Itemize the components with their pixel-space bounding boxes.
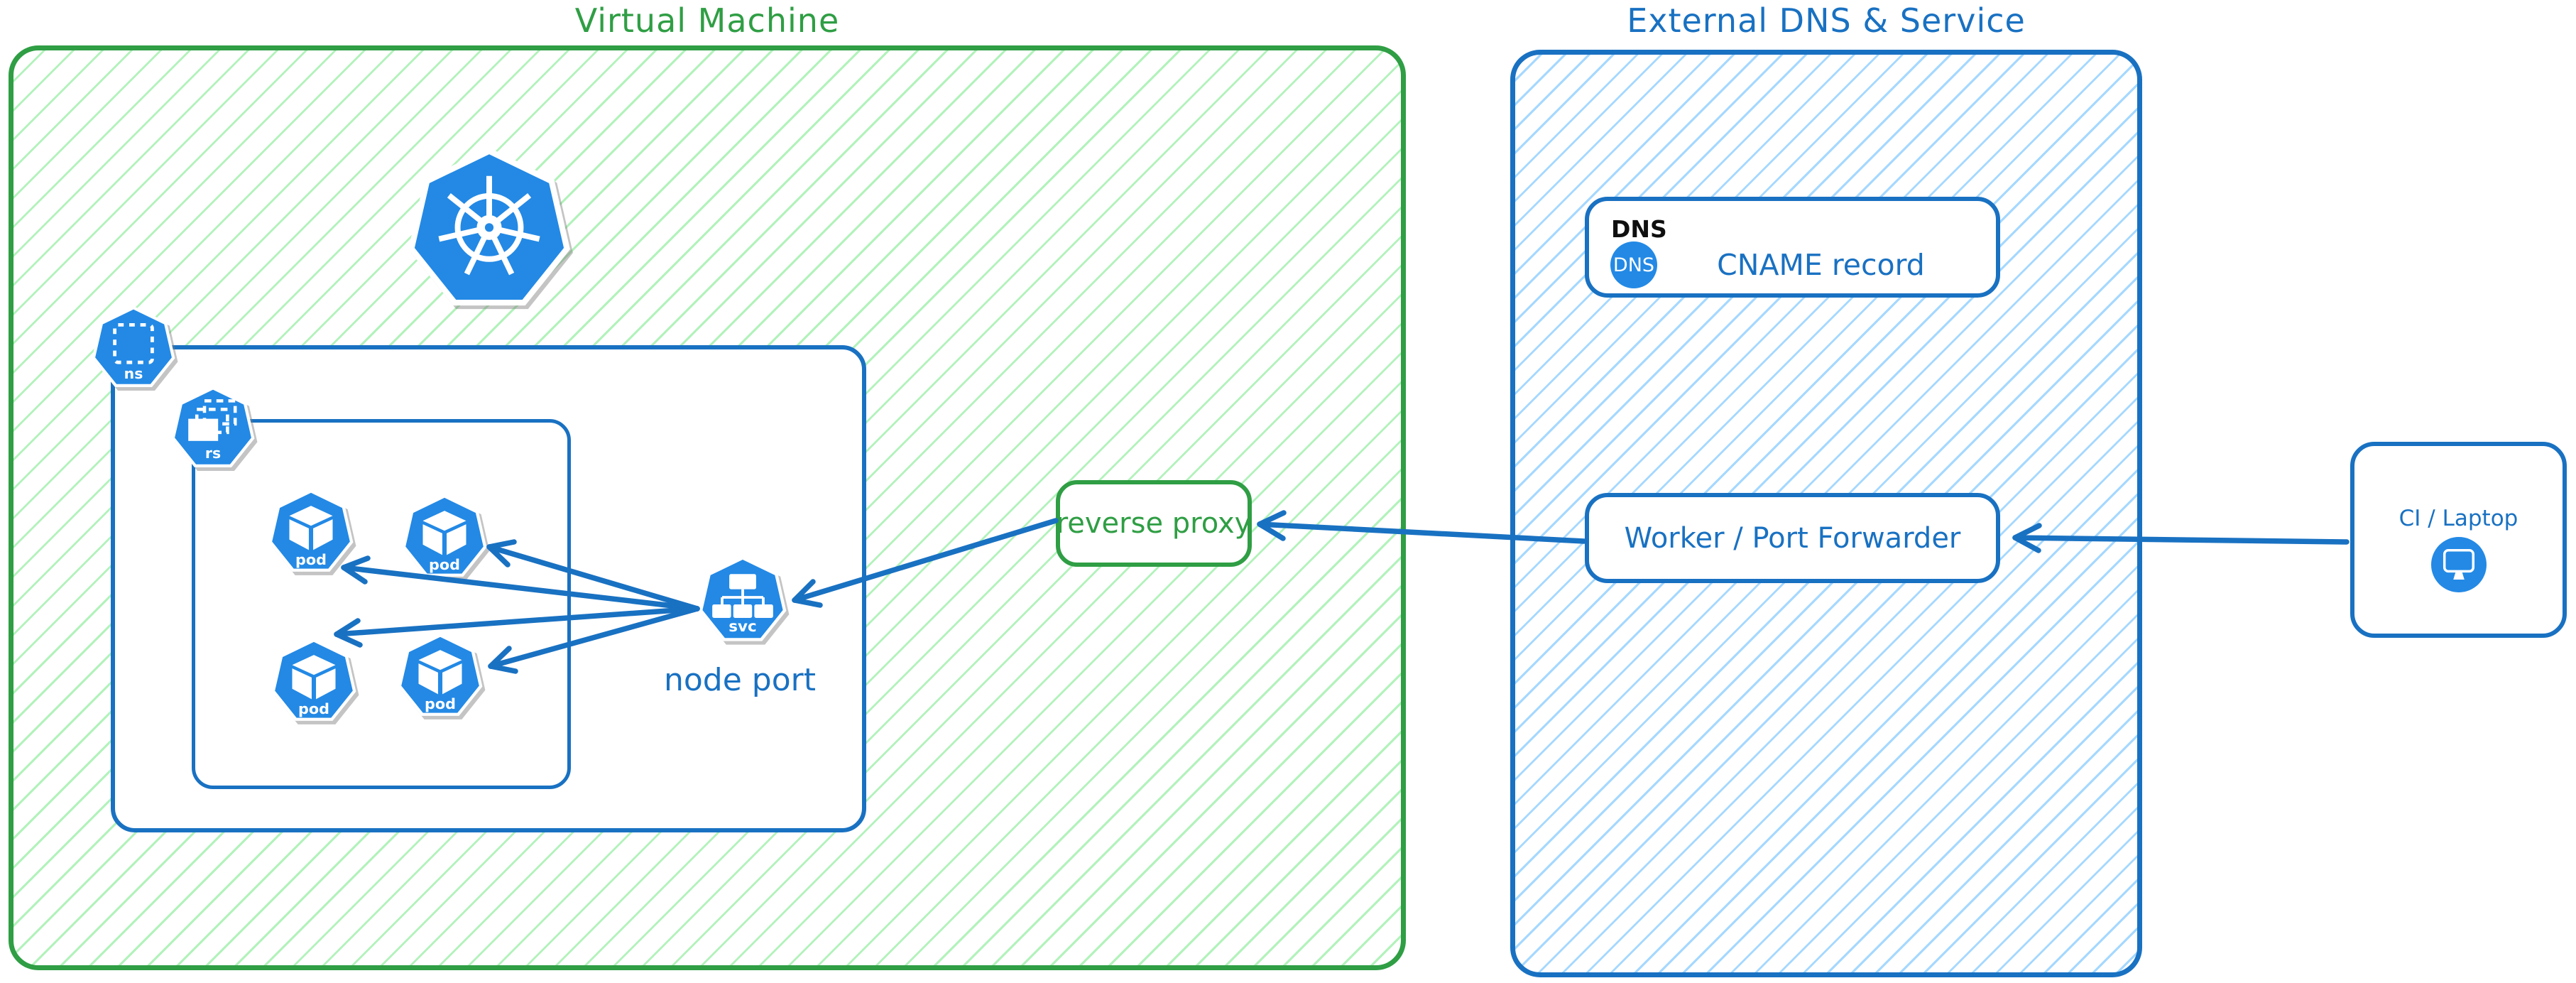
namespace-icon-label: ns bbox=[124, 365, 143, 382]
pod-label: pod bbox=[429, 556, 460, 573]
ci-laptop-box: CI / Laptop bbox=[2350, 442, 2567, 638]
replicaset-icon: rs bbox=[171, 386, 255, 467]
dns-card: DNS DNS CNAME record bbox=[1585, 197, 2000, 298]
node-port-service-icon: svc bbox=[699, 556, 787, 641]
dns-icon-label: DNS bbox=[1612, 254, 1655, 276]
pod-label: pod bbox=[425, 695, 456, 712]
monitor-icon bbox=[2430, 537, 2487, 592]
pod-label: pod bbox=[298, 700, 329, 717]
pod-icon-1: pod bbox=[268, 489, 354, 572]
reverse-proxy-box: reverse proxy bbox=[1056, 480, 1252, 567]
replicaset-box bbox=[192, 419, 571, 789]
kubernetes-logo-icon bbox=[408, 148, 570, 306]
cname-record-label: CNAME record bbox=[1717, 248, 1925, 282]
svc-icon-label: svc bbox=[728, 618, 756, 636]
dns-header-label: DNS bbox=[1611, 215, 1667, 243]
pod-icon-3: pod bbox=[271, 639, 356, 721]
pod-icon-2: pod bbox=[402, 494, 487, 577]
dns-icon: DNS bbox=[1610, 241, 1657, 288]
pod-label: pod bbox=[295, 551, 327, 568]
namespace-icon: ns bbox=[92, 306, 175, 387]
worker-port-forwarder-box: Worker / Port Forwarder bbox=[1585, 493, 2000, 583]
ci-laptop-label: CI / Laptop bbox=[2398, 506, 2518, 531]
replicaset-icon-label: rs bbox=[205, 445, 221, 462]
vm-title: Virtual Machine bbox=[574, 1, 840, 40]
pod-icon-4: pod bbox=[398, 634, 483, 716]
reverse-proxy-label: reverse proxy bbox=[1056, 507, 1252, 540]
external-title: External DNS & Service bbox=[1627, 1, 2026, 40]
node-port-label: node port bbox=[664, 662, 816, 698]
worker-port-forwarder-label: Worker / Port Forwarder bbox=[1624, 521, 1961, 555]
